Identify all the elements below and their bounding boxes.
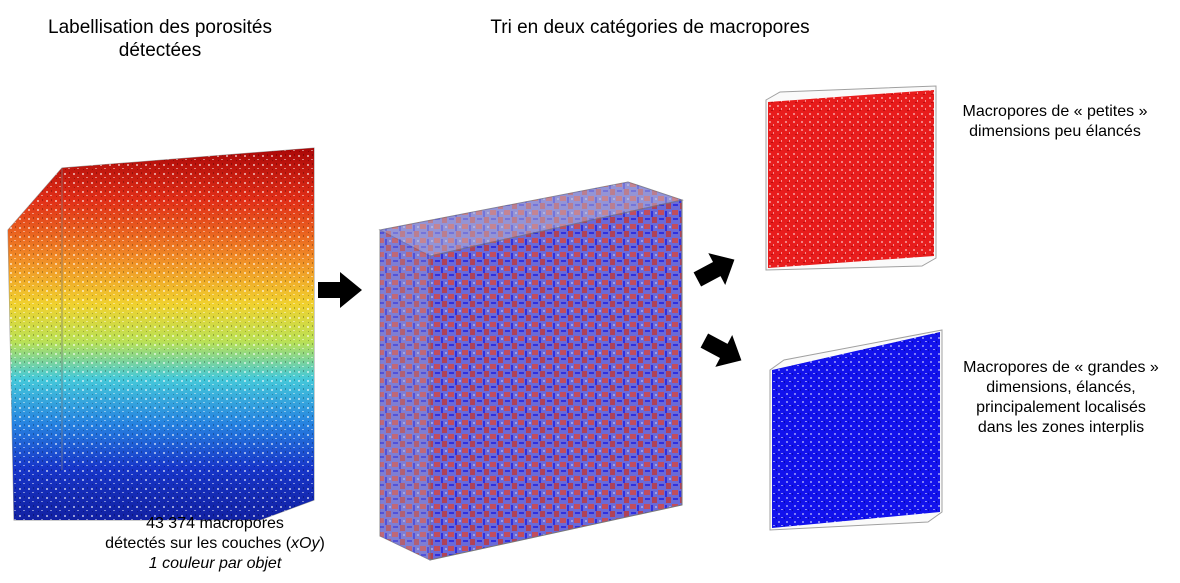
large-macropores-label-line-4: dans les zones interplis bbox=[977, 419, 1145, 436]
arrow-down-right-icon bbox=[700, 333, 742, 367]
labelled-volume bbox=[7, 147, 315, 521]
detection-layers-suffix: ) bbox=[319, 535, 325, 552]
arrow-right-icon bbox=[318, 272, 362, 308]
large-macropores-label-line-1: Macropores de « grandes » bbox=[963, 359, 1159, 376]
large-macropores-body bbox=[772, 332, 940, 528]
large-macropores-label: Macropores de « grandes » dimensions, él… bbox=[942, 358, 1180, 438]
color-per-object-note: 1 couleur par objet bbox=[148, 555, 282, 572]
small-macropores-volume bbox=[765, 85, 937, 271]
sorted-volume-front bbox=[429, 199, 683, 561]
large-macropores-volume bbox=[769, 329, 943, 531]
left-title-line-2: détectées bbox=[118, 40, 202, 61]
sorted-volume-top-texture bbox=[380, 182, 682, 256]
sorted-volume-side-texture bbox=[380, 230, 430, 560]
labelled-volume-texture bbox=[8, 148, 314, 520]
detection-layers-prefix: détectés sur les couches ( bbox=[105, 535, 292, 552]
middle-title: Tri en deux catégories de macropores bbox=[490, 17, 810, 38]
small-macropores-label-line-2: dimensions peu élancés bbox=[969, 123, 1141, 140]
macropore-count: 43 374 macropores bbox=[146, 515, 284, 532]
sorted-volume bbox=[378, 181, 684, 561]
left-caption: 43 374 macropores détectés sur les couch… bbox=[60, 514, 370, 574]
small-macropores-label-line-1: Macropores de « petites » bbox=[962, 103, 1148, 120]
small-macropores-label: Macropores de « petites » dimensions peu… bbox=[940, 102, 1170, 142]
left-title: Labellisation des porosités détectées bbox=[10, 16, 310, 62]
arrow-up-right-icon bbox=[693, 253, 735, 287]
large-macropores-label-line-2: dimensions, élancés, bbox=[986, 379, 1136, 396]
left-title-line-1: Labellisation des porosités bbox=[48, 17, 272, 38]
detection-layers-axis: xOy bbox=[291, 535, 320, 552]
detection-layers: détectés sur les couches (xOy) bbox=[60, 534, 370, 554]
large-macropores-label-line-3: principalement localisés bbox=[976, 399, 1146, 416]
small-macropores-body bbox=[768, 90, 934, 268]
